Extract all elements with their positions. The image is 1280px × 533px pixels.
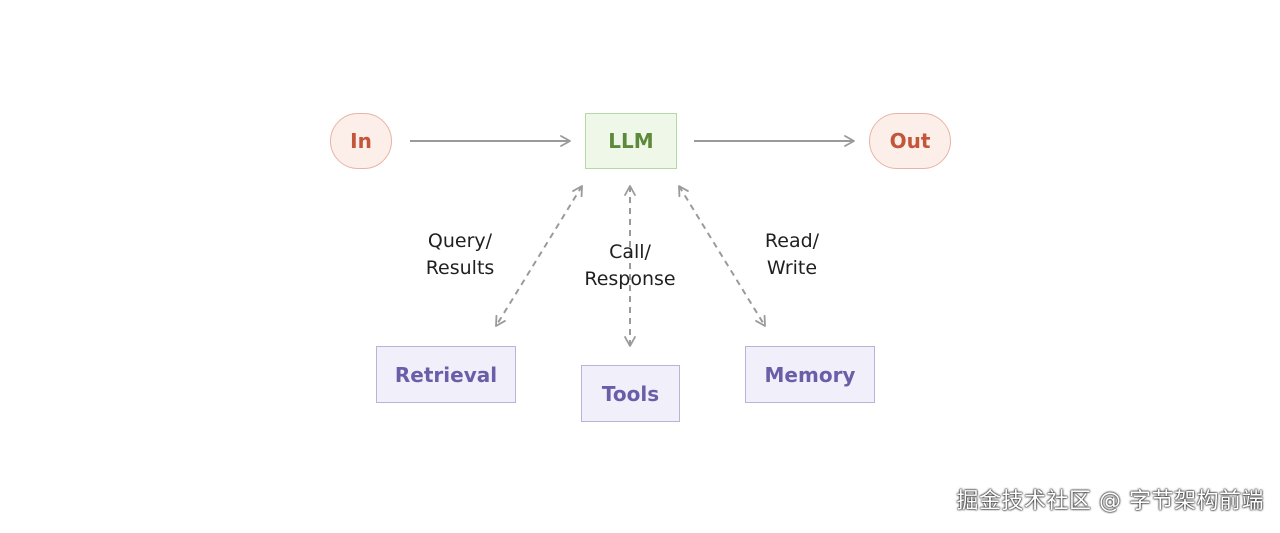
retrieval-node: Retrieval <box>376 346 516 403</box>
tools-edge-label-line1: Call/ <box>609 241 651 263</box>
arrow-llm-memory <box>678 185 766 327</box>
memory-edge-label: Read/ Write <box>732 228 852 282</box>
tools-node-label: Tools <box>601 381 660 406</box>
output-node-label: Out <box>889 129 931 153</box>
output-node: Out <box>869 113 951 169</box>
arrow-llm-retrieval <box>495 185 583 327</box>
retrieval-edge-label: Query/ Results <box>400 228 520 282</box>
llm-node-label: LLM <box>608 129 654 153</box>
memory-node-label: Memory <box>764 362 856 387</box>
llm-node: LLM <box>585 113 677 169</box>
retrieval-node-label: Retrieval <box>394 362 498 387</box>
retrieval-edge-label-line2: Results <box>425 257 495 279</box>
watermark: 掘金技术社区 @ 字节架构前端 <box>956 489 1264 514</box>
input-node-label: In <box>350 129 372 153</box>
memory-edge-label-line2: Write <box>766 257 818 279</box>
tools-edge-label-line2: Response <box>584 268 676 290</box>
memory-edge-label-line1: Read/ <box>764 230 820 252</box>
memory-node: Memory <box>745 346 875 403</box>
tools-edge-label: Call/ Response <box>570 239 690 293</box>
retrieval-edge-label-line1: Query/ <box>427 230 493 252</box>
input-node: In <box>330 113 392 169</box>
tools-node: Tools <box>581 365 680 422</box>
